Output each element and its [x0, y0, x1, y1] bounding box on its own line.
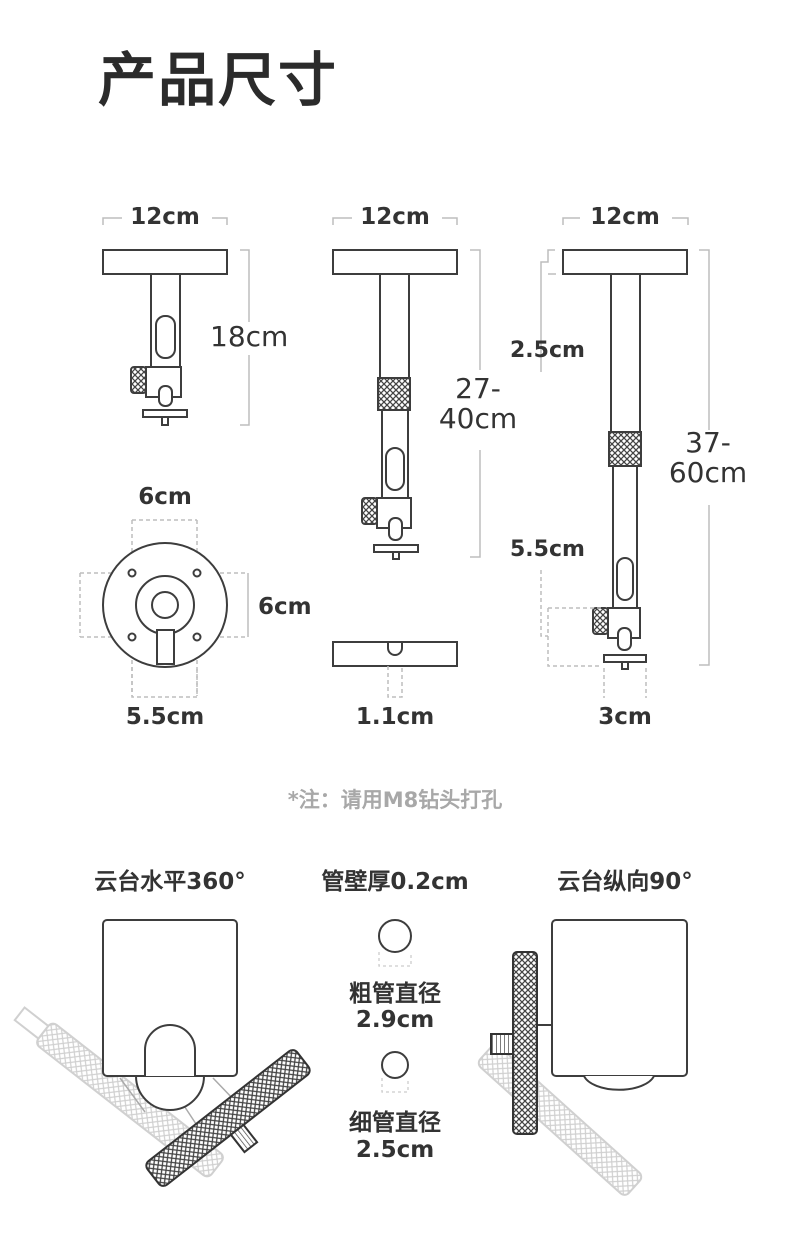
- tube-thick-icon: [378, 919, 412, 967]
- mount-short-icon: [102, 217, 250, 426]
- drill-note: *注：请用M8钻头打孔: [287, 788, 503, 812]
- dim-plate-thickness: 1.1cm: [355, 704, 435, 730]
- tube-thin-icon: [381, 1051, 409, 1093]
- page-title: 产品尺寸: [98, 46, 339, 114]
- dim-plate-offset: 2.5cm: [510, 338, 585, 363]
- base-plate-icon: [79, 519, 249, 698]
- dim-bracket-width: 3cm: [598, 704, 652, 730]
- label-thin-tube: 细管直径: [349, 1110, 441, 1136]
- value-thick-tube: 2.9cm: [355, 1007, 435, 1033]
- plate-side-icon: [332, 641, 458, 698]
- dim-base-bottom: 5.5cm: [125, 704, 205, 730]
- dim-height-2a: 27-: [455, 372, 501, 405]
- dim-base-width: 6cm: [138, 484, 192, 510]
- mount-medium-icon: [332, 217, 481, 560]
- dim-height-2b: 40cm: [438, 402, 518, 435]
- label-tube-wall: 管壁厚0.2cm: [321, 869, 469, 895]
- mount-long-icon: [540, 217, 710, 698]
- swivel-horizontal-icon: [13, 919, 311, 1187]
- label-swivel-horizontal: 云台水平360°: [94, 869, 246, 895]
- dim-height-1: 18cm: [210, 320, 289, 353]
- swivel-vertical-icon: [477, 919, 688, 1196]
- dim-bracket-height: 5.5cm: [510, 537, 585, 562]
- dim-top-width-2: 12cm: [360, 204, 430, 230]
- dim-top-width-3: 12cm: [590, 204, 660, 230]
- dim-top-width-1: 12cm: [130, 204, 200, 230]
- label-thick-tube: 粗管直径: [349, 981, 441, 1007]
- dim-height-3b: 60cm: [668, 456, 748, 489]
- label-swivel-vertical: 云台纵向90°: [557, 869, 693, 895]
- dim-base-height: 6cm: [258, 594, 312, 620]
- dim-height-3a: 37-: [685, 426, 731, 459]
- value-thin-tube: 2.5cm: [355, 1137, 435, 1163]
